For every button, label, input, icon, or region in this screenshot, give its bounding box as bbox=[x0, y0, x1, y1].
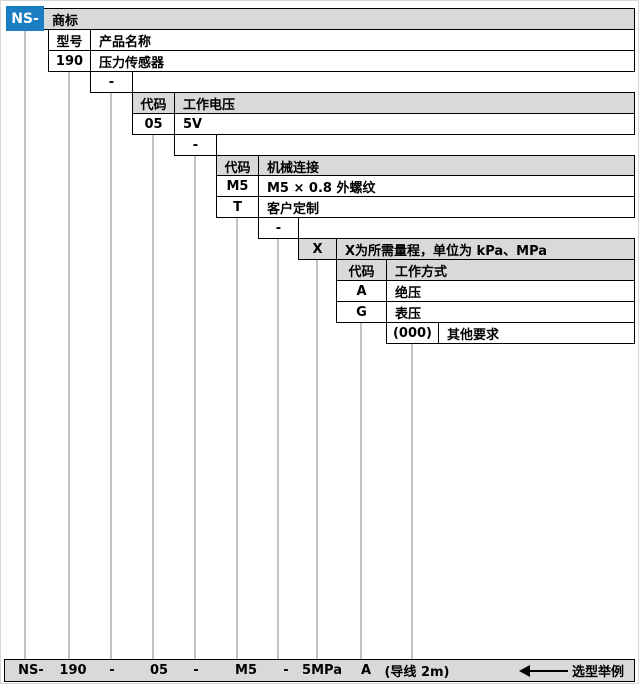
row-other: (000) 其他要求 bbox=[386, 322, 635, 344]
connector-line-prefix bbox=[24, 30, 26, 659]
example-item-voltage: 05 bbox=[149, 663, 169, 678]
example-item-mode: A bbox=[360, 663, 372, 678]
connection-option-name: 客户定制 bbox=[267, 201, 320, 217]
model-name: 压力传感器 bbox=[99, 55, 165, 71]
mode-option-name: 绝压 bbox=[395, 285, 422, 301]
other-name: 其他要求 bbox=[447, 327, 500, 343]
connector-line-sep3 bbox=[277, 238, 279, 659]
row-mode-option-g: G 表压 bbox=[336, 301, 635, 323]
left-arrow-line bbox=[528, 670, 568, 672]
range-desc: X为所需量程，单位为 kPa、MPa bbox=[345, 243, 548, 259]
model-code-header: 型号 bbox=[49, 30, 91, 50]
model-name-header: 产品名称 bbox=[99, 34, 152, 50]
mode-option-name: 表压 bbox=[395, 306, 422, 322]
separator-cell-3: - bbox=[258, 217, 299, 239]
model-code: 190 bbox=[49, 51, 91, 71]
separator-cell-1: - bbox=[90, 71, 133, 93]
row-mode-option-a: A 绝压 bbox=[336, 280, 635, 302]
row-trademark: 商标 bbox=[43, 8, 635, 30]
connector-line-mode bbox=[360, 322, 362, 659]
left-arrow-icon bbox=[519, 665, 530, 677]
voltage-option-name: 5V bbox=[183, 116, 203, 132]
row-connection-header: 代码 机械连接 bbox=[216, 155, 635, 177]
row-range: X X为所需量程，单位为 kPa、MPa bbox=[298, 238, 635, 260]
row-connection-option-m5: M5 M5 × 0.8 外螺纹 bbox=[216, 175, 635, 197]
connection-option-code: M5 bbox=[217, 176, 259, 196]
connector-line-voltage bbox=[152, 134, 154, 659]
prefix-badge: NS- bbox=[6, 6, 44, 31]
mode-name-header: 工作方式 bbox=[395, 264, 448, 280]
example-item-lead: (导线 2m) bbox=[384, 665, 450, 680]
connector-line-connection bbox=[236, 217, 238, 659]
row-model-value: 190 压力传感器 bbox=[48, 50, 635, 72]
connector-line-other bbox=[411, 343, 413, 659]
range-code: X bbox=[299, 239, 337, 259]
voltage-name-header: 工作电压 bbox=[183, 97, 236, 113]
connection-option-name: M5 × 0.8 外螺纹 bbox=[267, 180, 376, 196]
mode-option-code: A bbox=[337, 281, 387, 301]
row-voltage-header: 代码 工作电压 bbox=[132, 92, 635, 114]
voltage-option-code: 05 bbox=[133, 114, 175, 134]
example-item-model: 190 bbox=[59, 663, 87, 678]
connector-line-sep2 bbox=[194, 155, 196, 659]
example-item-sep2: - bbox=[193, 663, 199, 678]
connector-line-model bbox=[68, 71, 70, 659]
row-voltage-option: 05 5V bbox=[132, 113, 635, 135]
example-caption: 选型举例 bbox=[572, 665, 625, 680]
connector-line-range bbox=[316, 259, 318, 659]
voltage-code-header: 代码 bbox=[133, 93, 175, 113]
trademark-label: 商标 bbox=[52, 13, 79, 29]
example-item-connection: M5 bbox=[235, 663, 257, 678]
other-code: (000) bbox=[387, 323, 439, 343]
separator-cell-2: - bbox=[174, 134, 217, 156]
row-mode-header: 代码 工作方式 bbox=[336, 259, 635, 281]
connection-code-header: 代码 bbox=[217, 156, 259, 176]
connection-name-header: 机械连接 bbox=[267, 160, 320, 176]
example-item-range: 5MPa bbox=[302, 663, 342, 678]
mode-code-header: 代码 bbox=[337, 260, 387, 280]
example-item-sep1: - bbox=[109, 663, 115, 678]
example-item-prefix: NS- bbox=[18, 663, 44, 678]
mode-option-code: G bbox=[337, 302, 387, 322]
example-bar: NS- 190 - 05 - M5 - 5MPa A (导线 2m) 选型举例 bbox=[4, 659, 635, 682]
connection-option-code: T bbox=[217, 197, 259, 217]
example-item-sep3: - bbox=[283, 663, 289, 678]
row-connection-option-t: T 客户定制 bbox=[216, 196, 635, 218]
connector-line-sep1 bbox=[110, 92, 112, 659]
row-model-header: 型号 产品名称 bbox=[48, 29, 635, 51]
